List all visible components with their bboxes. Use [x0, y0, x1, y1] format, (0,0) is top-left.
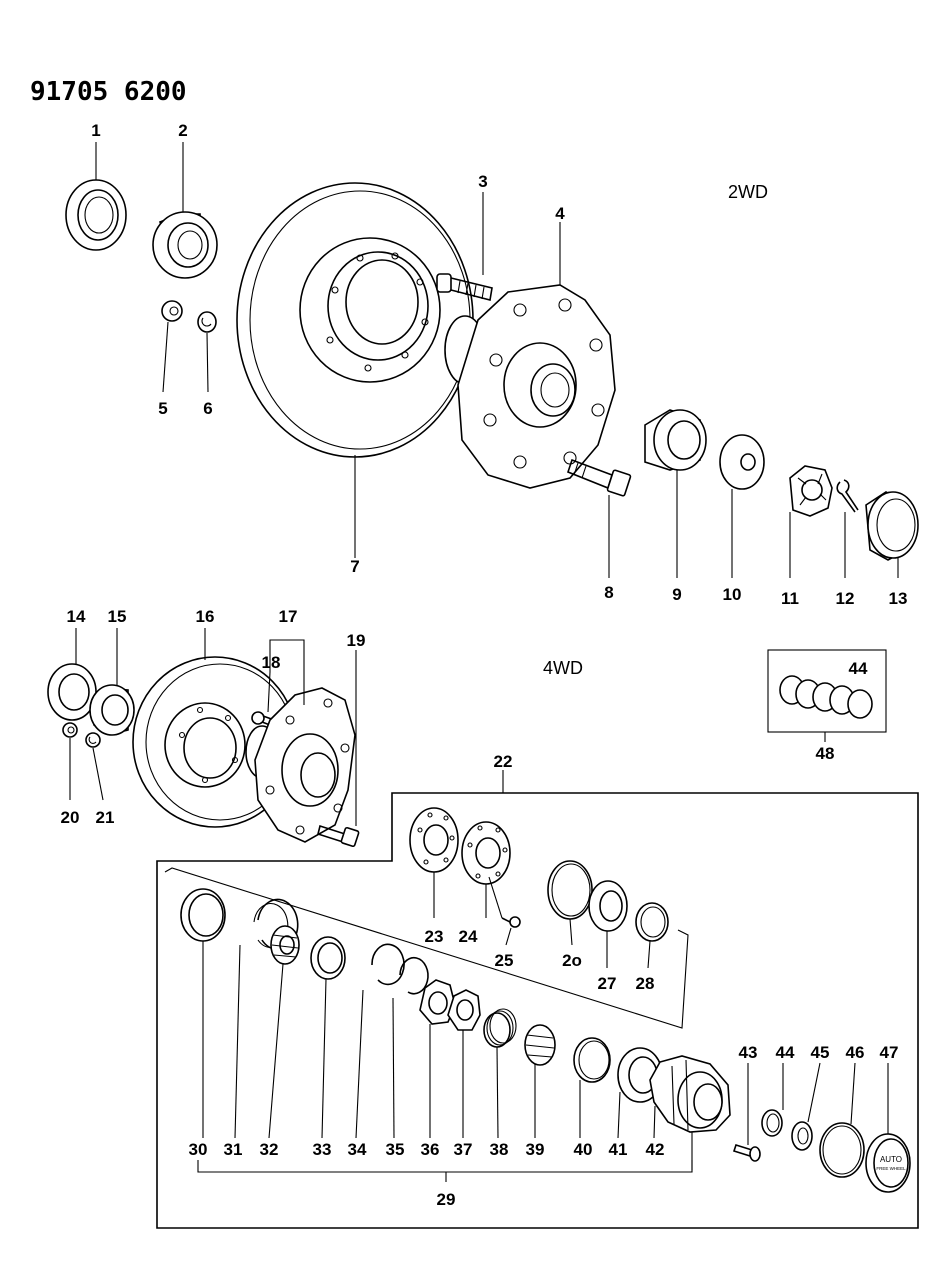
part-inner-bearing-2wd	[644, 409, 707, 471]
part-lock-washer-2wd	[197, 311, 217, 333]
callout-10: 10	[723, 585, 742, 604]
part-outer-bearing-2wd	[152, 211, 218, 279]
part-spacer-bearing	[588, 880, 628, 932]
callout-6: 6	[203, 399, 212, 418]
callout-13: 13	[889, 589, 908, 608]
callout-34: 34	[348, 1140, 367, 1159]
part-snap-ring-upper	[547, 860, 593, 920]
part-screw	[501, 916, 521, 928]
part-o-ring-46	[819, 1122, 865, 1178]
callout-11: 11	[781, 589, 799, 608]
callout-4: 4	[555, 204, 565, 223]
part-nut-4wd	[62, 722, 78, 738]
callout-42: 42	[646, 1140, 665, 1159]
part-ring-40	[573, 1037, 611, 1083]
part-ring-28	[635, 902, 669, 942]
callout-35: 35	[386, 1140, 405, 1159]
callout-5: 5	[158, 399, 167, 418]
callout-41: 41	[609, 1140, 628, 1159]
cap-marking-line1: AUTO	[880, 1155, 902, 1164]
part-nut-2wd	[161, 300, 183, 322]
callout-32: 32	[260, 1140, 279, 1159]
part-ring-44	[761, 1109, 783, 1137]
part-clutch-37	[447, 989, 481, 1031]
callout-30: 30	[189, 1140, 208, 1159]
part-ring-45	[791, 1121, 813, 1151]
part-front-hub-2wd	[444, 284, 616, 489]
label-4wd: 4WD	[543, 658, 583, 678]
part-thrust-washer-2wd	[719, 434, 765, 490]
callout-25: 25	[495, 951, 514, 970]
callout-3: 3	[478, 172, 487, 191]
callout-14: 14	[67, 607, 86, 626]
callout-18: 18	[262, 653, 281, 672]
callout-44-kit: 44	[849, 659, 868, 678]
callout-47: 47	[880, 1043, 899, 1062]
callout-33: 33	[313, 1140, 332, 1159]
part-ring-33	[310, 936, 346, 980]
callout-22: 22	[494, 752, 513, 771]
part-spline-32	[270, 925, 300, 965]
callout-1: 1	[91, 121, 100, 140]
callout-40: 40	[574, 1140, 593, 1159]
part-hub-bolt-2wd	[436, 273, 493, 301]
part-spacer-plates	[409, 807, 511, 885]
callout-7: 7	[350, 557, 359, 576]
callout-38: 38	[490, 1140, 509, 1159]
part-clutch-36	[419, 979, 456, 1025]
callout-43: 43	[739, 1043, 758, 1062]
callout-39: 39	[526, 1140, 545, 1159]
callout-2: 2	[178, 121, 187, 140]
part-lock-hub-body-42	[649, 1055, 731, 1133]
callout-29: 29	[437, 1190, 456, 1209]
part-spring-38	[483, 1008, 517, 1048]
part-bolt-2wd	[567, 458, 632, 497]
callout-45: 45	[811, 1043, 830, 1062]
part-lock-washer-4wd	[85, 732, 101, 748]
callout-21: 21	[96, 808, 115, 827]
part-hub-ring-30	[180, 888, 226, 942]
callout-15: 15	[108, 607, 127, 626]
callout-46: 46	[846, 1043, 865, 1062]
part-bearing-4wd	[89, 684, 135, 736]
part-cotter-pin-2wd	[836, 479, 859, 513]
callout-28: 28	[636, 974, 655, 993]
part-oil-seal-4wd	[47, 663, 97, 721]
part-brake-disc-2wd	[236, 182, 474, 458]
part-kit-box	[767, 649, 887, 733]
part-castle-nut-2wd	[789, 465, 833, 517]
document-id: 91705 6200	[30, 77, 187, 107]
callout-17: 17	[279, 607, 298, 626]
callout-12: 12	[836, 589, 855, 608]
callout-labels: 1 2 3 4 5 6 7 8 9 10 11 12 13 14 15 16 1…	[61, 121, 908, 1209]
part-oil-seal-2wd	[65, 179, 127, 251]
callout-16: 16	[196, 607, 215, 626]
part-snap-ring-34	[371, 943, 405, 986]
callout-20b: 2o	[562, 951, 582, 970]
part-hub-cap-2wd	[865, 491, 919, 561]
callout-23: 23	[425, 927, 444, 946]
part-spline-39	[524, 1024, 556, 1066]
callout-20: 20	[61, 808, 80, 827]
callout-19: 19	[347, 631, 366, 650]
part-front-hub-4wd	[245, 687, 356, 843]
part-brake-disc-4wd	[132, 656, 298, 828]
part-free-wheel-cap-47: AUTO FREE WHEEL	[865, 1133, 911, 1193]
callout-24: 24	[459, 927, 478, 946]
callout-31: 31	[224, 1140, 243, 1159]
part-bolt-4wd	[317, 824, 360, 848]
group-outline-22	[156, 792, 919, 1229]
callout-36: 36	[421, 1140, 440, 1159]
callout-44-lower: 44	[776, 1043, 795, 1062]
callout-8: 8	[604, 583, 613, 602]
callout-48: 48	[816, 744, 835, 763]
cap-marking-line2: FREE WHEEL	[876, 1166, 906, 1171]
label-2wd: 2WD	[728, 182, 768, 202]
part-snap-ring-35	[399, 956, 429, 995]
callout-37: 37	[454, 1140, 473, 1159]
callout-27: 27	[598, 974, 617, 993]
callout-9: 9	[672, 585, 681, 604]
part-screw-43	[732, 1144, 761, 1162]
